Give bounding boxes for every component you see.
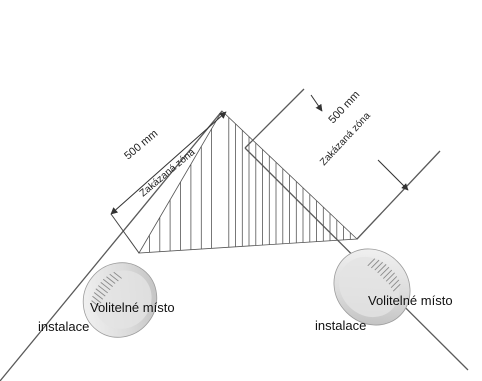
right-install-label-line1: Volitelné místo <box>368 293 453 308</box>
left-dimension-tick <box>110 213 140 254</box>
right-upper-wall-line <box>244 88 305 149</box>
left-install-label-line2: instalace <box>38 319 89 334</box>
right-top-arrow <box>310 94 323 112</box>
forbidden-zone-hatch <box>138 110 358 254</box>
left-device-grille <box>91 271 122 308</box>
forbidden-zone-triangle <box>138 110 358 254</box>
right-install-label-line2: instalace <box>315 318 366 333</box>
left-dimension-arrow <box>110 111 227 215</box>
right-side-arrow <box>377 159 409 191</box>
right-sensor-device <box>333 248 411 326</box>
left-dimension <box>110 111 227 254</box>
left-dimension-label: 500 mm <box>122 128 160 163</box>
left-zone-label: Zakázaná zóna <box>138 147 198 200</box>
right-dimension <box>310 94 409 191</box>
left-install-label-line1: Volitelné místo <box>90 300 175 315</box>
wall-lines <box>0 88 469 381</box>
left-sensor-device <box>82 262 158 338</box>
right-device-grille <box>367 258 401 292</box>
right-guide-line <box>356 150 441 240</box>
